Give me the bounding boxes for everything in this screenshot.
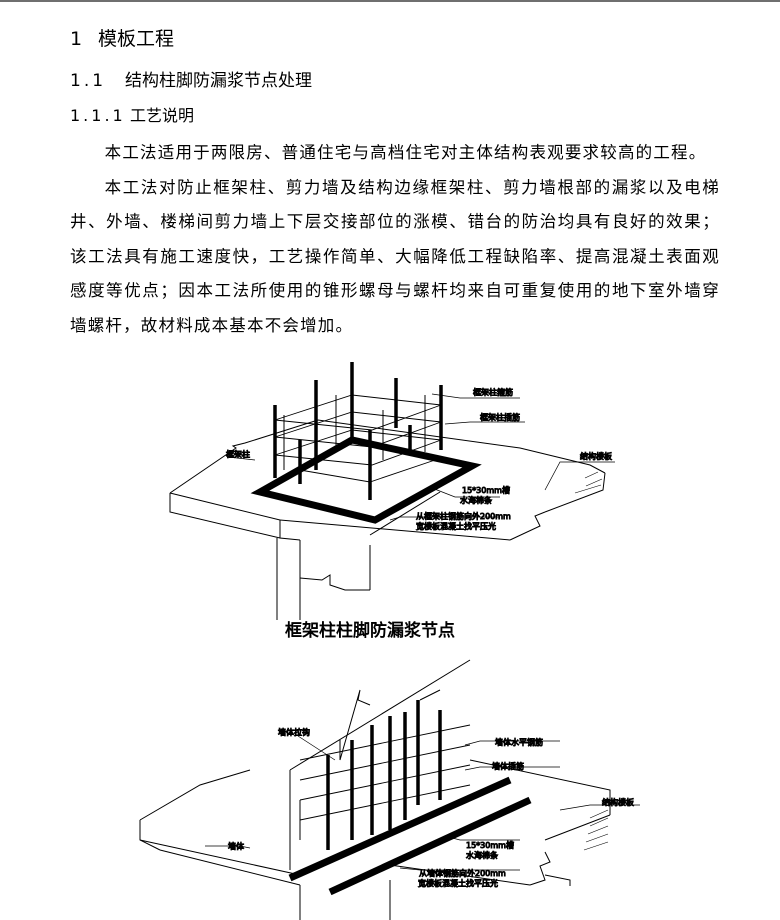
paragraph: 本工法适用于两限房、普通住宅与高档住宅对主体结构表观要求较高的工程。 [104, 143, 707, 162]
label-wall: 墙体 [228, 841, 244, 851]
label-groove: 15*30mm槽 [462, 485, 510, 495]
figure-wall-foot-drawing [139, 659, 640, 920]
heading-level-2: 1.1 结构柱脚防漏浆节点处理 [70, 66, 312, 91]
label-structural-slab: 结构楼板 [580, 451, 612, 461]
paragraph: 本工法对防止框架柱、剪力墙及结构边缘框架柱、剪力墙根部的漏浆以及电梯井、外墙、楼… [70, 177, 720, 335]
top-border [0, 0, 780, 2]
label-column: 框架柱 [226, 449, 250, 459]
figure-column-foot-drawing [169, 362, 615, 620]
label-structural-slab: 结构楼板 [602, 797, 634, 807]
heading-title: 工艺说明 [130, 106, 195, 125]
figure-caption: 框架柱柱脚防漏浆节点 [285, 621, 455, 641]
label-wall-horizontal-bar: 墙体水平钢筋 [495, 737, 543, 747]
label-trowel-line-1: 从墙体钢筋向外200mm [419, 868, 506, 878]
label-trowel-line-2: 宽楼板混凝土找平压光 [418, 878, 498, 888]
label-column-dowel: 框架柱插筋 [480, 412, 520, 422]
heading-title: 结构柱脚防漏浆节点处理 [125, 71, 312, 91]
label-wall-tie: 墙体拉钩 [278, 727, 310, 737]
label-column-stirrup: 框架柱箍筋 [473, 387, 513, 397]
heading-level-1: 1 模板工程 [70, 24, 174, 51]
label-sponge-strip: 水海棉条 [460, 495, 492, 505]
label-groove: 15*30mm槽 [466, 840, 514, 850]
label-trowel-line-2: 宽楼板混凝土找平压光 [416, 521, 496, 531]
label-wall-dowel: 墙体插筋 [492, 761, 524, 771]
heading-number: 1 [70, 28, 86, 50]
body-text: 本工法适用于两限房、普通住宅与高档住宅对主体结构表观要求较高的工程。 本工法对防… [70, 136, 720, 343]
label-sponge-strip: 水海棉条 [466, 850, 498, 860]
heading-title: 模板工程 [98, 28, 175, 50]
heading-number: 1.1 [70, 71, 107, 91]
heading-number: 1.1.1 [70, 106, 126, 125]
label-trowel-line-1: 从框架柱钢筋向外200mm [416, 511, 511, 521]
